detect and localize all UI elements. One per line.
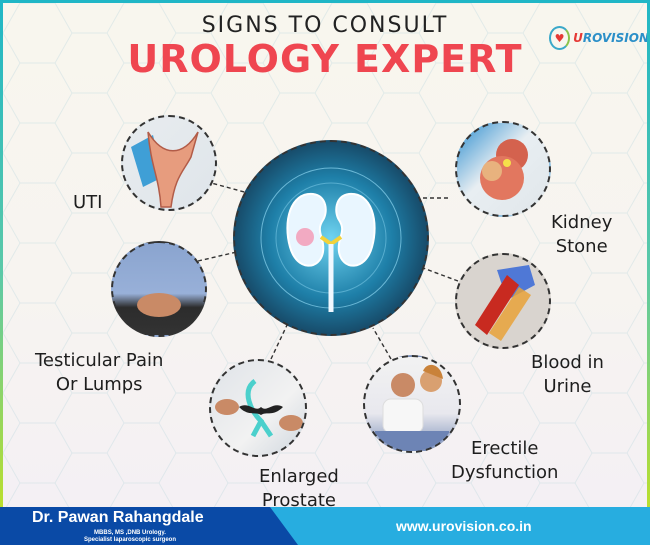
header-title: UROLOGY EXPERT bbox=[127, 37, 523, 81]
ribbon-mustache-icon bbox=[215, 378, 303, 438]
website-link[interactable]: www.urovision.co.in bbox=[396, 518, 532, 534]
hands-icon bbox=[137, 293, 181, 317]
doctor-degrees: MBBS, MS ,DNB Urology. bbox=[94, 530, 166, 536]
uti-image bbox=[121, 115, 217, 211]
kidney-stone-image bbox=[455, 121, 551, 217]
sign-label-enlarged-prostate: Enlarged Prostate bbox=[259, 466, 339, 507]
doctor-specialty: Specialist laparoscopic surgeon bbox=[83, 537, 177, 543]
kidney-stone-icon bbox=[480, 139, 528, 200]
header-subtitle: SIGNS TO CONSULT bbox=[201, 13, 449, 38]
infographic-canvas: SIGNS TO CONSULT UROLOGY EXPERT ♥ UROVIS… bbox=[3, 3, 647, 507]
urovision-logo[interactable]: ♥ UROVISION bbox=[549, 23, 647, 53]
enlarged-prostate-image bbox=[209, 359, 307, 457]
footer-doctor-panel bbox=[0, 507, 310, 545]
sign-label-uti: UTI bbox=[73, 192, 103, 213]
sign-label-kidney-stone: Kidney Stone bbox=[551, 212, 613, 257]
center-kidney-image bbox=[233, 140, 429, 336]
blood-in-urine-image bbox=[455, 253, 551, 349]
urovision-logo-icon: ♥ bbox=[549, 26, 571, 50]
testicular-pain-image bbox=[111, 241, 207, 337]
couple-icon bbox=[375, 364, 449, 451]
test-tubes-icon bbox=[475, 265, 535, 341]
erectile-dysfunction-image bbox=[363, 355, 461, 453]
uti-anatomy-icon bbox=[131, 131, 199, 208]
logo-text: UROVISION bbox=[573, 31, 647, 45]
sign-label-blood-in-urine: Blood in Urine bbox=[531, 352, 604, 397]
sign-label-testicular-pain: Testicular Pain Or Lumps bbox=[35, 350, 164, 395]
sign-label-erectile-dysfunction: Erectile Dysfunction bbox=[451, 438, 559, 483]
footer-website-panel bbox=[270, 507, 650, 545]
kidney-icon bbox=[260, 167, 402, 312]
doctor-name: Dr. Pawan Rahangdale bbox=[32, 509, 204, 526]
